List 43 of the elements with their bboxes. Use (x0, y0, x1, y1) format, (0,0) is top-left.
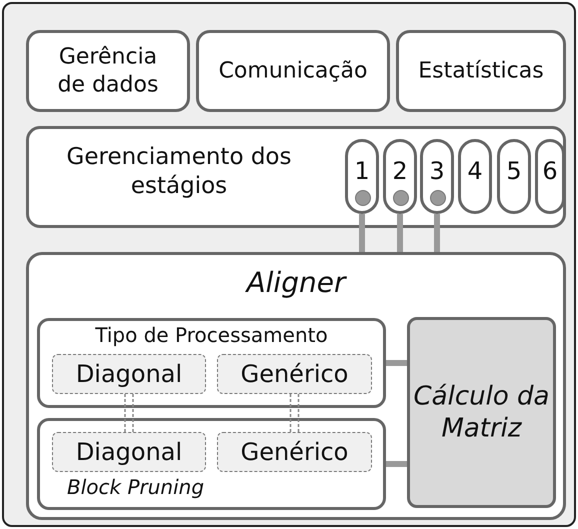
stage-pill (345, 139, 379, 214)
option-label: Genérico (240, 359, 350, 389)
stage-management-label: Gerenciamento dos estágios (66, 143, 292, 200)
module-box (26, 30, 190, 112)
connector (359, 214, 365, 252)
group-heading: Block Pruning (67, 475, 206, 500)
option-label: Diagonal (74, 437, 184, 467)
group-heading: Tipo de Processamento (94, 323, 329, 348)
stage-number: 4 (466, 156, 484, 186)
module-box (396, 30, 566, 112)
stage-pill (420, 139, 454, 214)
option-label: Genérico (240, 437, 350, 467)
matrix-calculation-box (407, 317, 556, 508)
option-label: Diagonal (74, 359, 184, 389)
connector (386, 360, 407, 366)
aligner-title: Aligner (244, 265, 348, 300)
connector (397, 214, 403, 252)
option-box (52, 432, 206, 472)
option-box (217, 354, 372, 394)
stage-number: 6 (541, 156, 559, 186)
stage-pill (535, 139, 565, 214)
aligner-panel (26, 252, 566, 520)
processing-type-box (37, 318, 386, 408)
stage-number: 2 (391, 156, 409, 186)
module-box (196, 30, 390, 112)
calculation-label: Cálculo da Matriz (412, 380, 550, 445)
connector (386, 461, 407, 467)
stage-number: 3 (428, 156, 446, 186)
option-box (217, 432, 372, 472)
stage-pill (383, 139, 417, 214)
option-box (52, 354, 206, 394)
dashed-connector (124, 393, 134, 433)
block-pruning-box (37, 418, 386, 510)
stage-number: 5 (505, 156, 523, 186)
dashed-connector (290, 393, 300, 433)
stage-pill (497, 139, 531, 214)
module-label: Estatísticas (417, 57, 545, 85)
module-box (26, 126, 566, 228)
stage-pill (458, 139, 492, 214)
stage-number: 1 (353, 156, 371, 186)
connector (434, 214, 440, 252)
module-label: Comunicação (218, 57, 368, 85)
module-label: Gerência de dados (56, 44, 160, 98)
